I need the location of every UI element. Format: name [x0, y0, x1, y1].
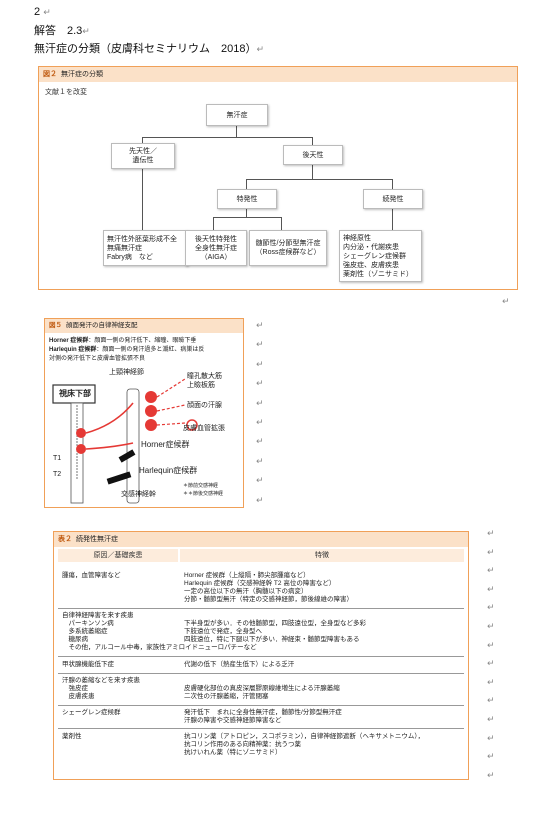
connector [392, 207, 393, 231]
postganglionic-sweat [156, 404, 186, 412]
row-separator [58, 728, 464, 729]
legend-preganglionic: ＊節前交感神経 [183, 483, 219, 489]
return-marks-fig5: ↵↵↵↵↵↵↵↵↵↵ [256, 320, 264, 505]
node-aiga: 後天性特発性全身性無汗症（AIGA） [185, 230, 247, 266]
table-2-tag: 表２ [58, 536, 72, 543]
node-congenital: 先天性／遺伝性 [111, 143, 175, 169]
label-t1: T1 [53, 455, 62, 462]
ganglion-3 [145, 419, 157, 431]
preganglionic-fiber [85, 402, 134, 434]
table-row-6-feature: 抗コリン薬（アトロピン，スコポラミン），自律神経節遮断（ヘキサメトニウム），抗コ… [184, 733, 425, 756]
legend-postganglionic: ＊＊節後交感神経 [183, 491, 224, 497]
return-marks-table: ↵↵↵↵↵↵↵↵↵↵↵↵↵↵ [487, 528, 495, 780]
row-separator [58, 656, 464, 657]
table-row-2-feature: 下半身型が多い．その他髄節型，四肢遠位型，全身型など多彩下肢遠位で発症，全身型へ… [184, 620, 366, 643]
postganglionic-vessel [156, 422, 186, 426]
postganglionic-pupil [156, 378, 186, 398]
label-trunk: 交感神経幹 [121, 491, 156, 498]
t2-dot [76, 444, 86, 454]
label-vessel: 皮膚血管拡張 [183, 425, 225, 432]
return-mark: ↵ [502, 296, 510, 306]
label-t2: T2 [53, 471, 62, 478]
label-pupil-1: 瞳孔散大筋 [187, 373, 222, 380]
node-secondary-causes: 神経原性内分泌・代謝疾患シェーグレン症候群強皮症、皮膚疾患薬剤性（ゾニサミド） [339, 230, 422, 282]
column-header-feature: 特徴 [180, 549, 464, 562]
preganglionic-fiber-2 [85, 442, 134, 450]
row-separator [58, 673, 464, 674]
connector [142, 137, 143, 145]
figure-5-title: 顔面発汗の自律神経支配 [66, 322, 138, 329]
figure-5-header: 図５ 顔面発汗の自律神経支配 [45, 319, 243, 333]
table-row-4-cause: 汗腺の萎縮などを来す疾患 強皮症 皮膚疾患 [62, 677, 140, 700]
node-secondary: 続発性 [363, 189, 423, 209]
connector [246, 179, 392, 180]
figure-5-desc-1: Horner 症候群：顔面一側の発汗低下、縮瞳、眼瞼下垂 [49, 338, 197, 344]
table-2-secondary-anhidrosis: 表２ 続発性無汗症 原因／基礎疾患 特徴 腫瘍，血管障害など Horner 症候群… [53, 531, 469, 780]
figure-5-desc-2: Harlequin 症候群：顔面一側の発汗過多と潮紅、病巣は反 [49, 347, 205, 353]
sympathetic-trunk [126, 388, 140, 504]
connector [142, 137, 312, 138]
node-segmental: 髄節性/分節型無汗症（Ross症候群など） [249, 230, 327, 266]
row-separator [58, 608, 464, 609]
table-row-5-feature: 発汗低下 まれに全身性無汗症，髄節性/分節型無汗症汗腺の障害や交感神経節障害など [184, 709, 342, 724]
figure-5-tag: 図５ [49, 322, 62, 329]
classification-title: 無汗症の分類（皮膚科セミナリウム 2018）↵ [34, 43, 265, 55]
table-row-6-cause: 薬剤性 [62, 733, 82, 740]
figure-5-facial-sweating: 図５ 顔面発汗の自律神経支配 Horner 症候群：顔面一側の発汗低下、縮瞳、眼瞼… [44, 318, 244, 508]
ganglion-1 [145, 391, 157, 403]
node-idiopathic: 特発性 [217, 189, 277, 209]
figure-2-source: 文献１を改変 [45, 89, 87, 96]
table-2-header: 表２ 続発性無汗症 [54, 532, 468, 547]
connector [281, 217, 282, 231]
figure-2-header: 図２ 無汗症の分類 [39, 67, 517, 82]
horner-lesion [118, 449, 136, 463]
harlequin-lesion [106, 471, 132, 485]
connector [312, 163, 313, 179]
label-harlequin: Harlequin症候群 [139, 466, 198, 475]
sympathetic-diagram [52, 378, 198, 504]
line-number: 2 ↵ [34, 6, 51, 18]
figure-5-desc-3: 対側の発汗低下と皮膚血管拡張不良 [49, 356, 146, 362]
label-pupil-2: 上瞼板筋 [187, 382, 215, 389]
table-row-4-feature: 皮膚硬化部位の真皮深層膠原線維増生による汗腺萎縮二次性の汗腺萎縮，汗管閉塞 [184, 685, 340, 700]
table-row-3-cause: 甲状腺機能低下症 [62, 661, 114, 668]
figure-2-tag: 図２ [43, 71, 57, 78]
label-horner: Horner症候群 [141, 440, 190, 449]
row-separator [58, 705, 464, 706]
connector [312, 137, 313, 145]
connector [246, 207, 247, 217]
connector [142, 167, 143, 233]
connector [246, 179, 247, 189]
connector [392, 179, 393, 189]
connector [236, 125, 237, 137]
answer-line: 解答 2.3↵ [34, 25, 90, 37]
table-row-2-cause: 自律神経障害を来す疾患 パーキンソン病 多系統萎縮症 糖尿病 その他，アルコール… [62, 612, 257, 651]
connector [213, 217, 281, 218]
figure-2-title: 無汗症の分類 [61, 71, 103, 78]
label-hypothalamus: 視床下部 [59, 389, 91, 398]
connector [213, 217, 214, 231]
table-row-5-cause: シェーグレン症候群 [62, 709, 121, 716]
t1-dot [76, 428, 86, 438]
table-row-1-cause: 腫瘍，血管障害など [62, 572, 121, 579]
column-header-cause: 原因／基礎疾患 [58, 549, 178, 562]
label-sweat-gland: 顔面の汗腺 [187, 402, 222, 409]
node-anhidrosis: 無汗症 [206, 104, 268, 126]
table-row-3-feature: 代謝の低下（熱産生低下）による乏汗 [184, 661, 295, 668]
table-row-1-feature: Horner 症候群（上縦隔・肺尖部腫瘍など）Harlequin 症候群（交感神… [184, 572, 353, 603]
ganglion-2 [145, 405, 157, 417]
node-acquired: 後天性 [283, 145, 343, 165]
label-upper-ganglion: 上頸神経節 [109, 369, 144, 376]
table-2-title: 続発性無汗症 [76, 536, 118, 543]
sweat-gland-icon [186, 419, 198, 431]
